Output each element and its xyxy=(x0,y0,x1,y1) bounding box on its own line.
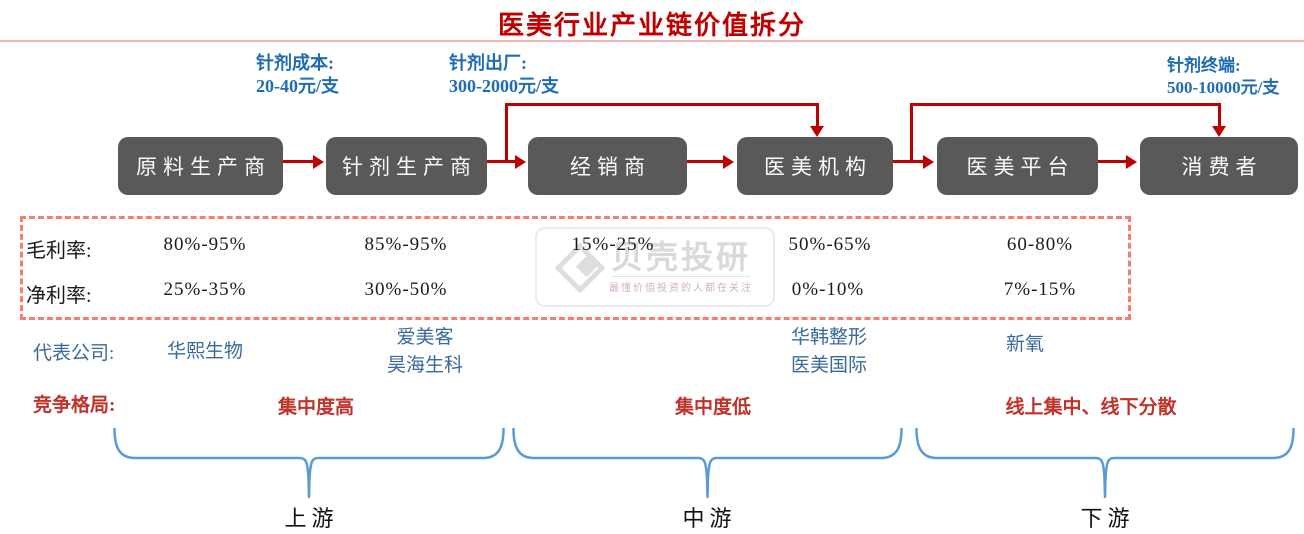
net-margin-label: 净利率: xyxy=(26,285,92,307)
net-margin-platform: 7%-15% xyxy=(1003,279,1077,300)
price-annotation-terminal-label: 针剂终端: xyxy=(1167,56,1241,75)
price-annotation-cost-label: 针剂成本: xyxy=(256,53,334,73)
arrow4-head-icon xyxy=(923,155,934,169)
title-underline xyxy=(0,40,1304,42)
gross-margin-injection: 85%-95% xyxy=(364,234,448,255)
net-margin-institution: 0%-10% xyxy=(791,279,865,300)
company-institution-2: 医美国际 xyxy=(790,355,868,376)
price-annotation-exfactory: 针剂出厂: 300-2000元/支 xyxy=(449,52,559,98)
price-annotation-exfactory-label: 针剂出厂: xyxy=(449,53,527,73)
gross-margin-raw: 80%-95% xyxy=(163,234,247,255)
node-distributor: 经销商 xyxy=(528,137,687,195)
company-raw: 华熙生物 xyxy=(166,341,244,362)
downstream-brace xyxy=(915,428,1295,499)
price-annotation-cost-value: 20-40元/支 xyxy=(256,76,339,96)
company-injection-2: 昊海生科 xyxy=(386,355,464,376)
arrow4-line xyxy=(893,160,924,163)
watermark-tagline: 最懂价值投资的人都在关注 xyxy=(609,283,753,294)
arrow1-head-icon xyxy=(313,155,324,169)
company-platform: 新氧 xyxy=(1005,334,1045,355)
midstream-brace xyxy=(512,428,903,499)
gross-margin-label: 毛利率: xyxy=(26,240,92,262)
page-title: 医美行业产业链价值拆分 xyxy=(497,11,806,40)
arrow1-line xyxy=(283,160,314,163)
arrow2-line xyxy=(487,160,516,163)
elbow1-horizontal-line xyxy=(505,103,819,106)
companies-label: 代表公司: xyxy=(33,343,115,364)
node-aesthetic-platform: 医美平台 xyxy=(937,137,1098,195)
margin-dashed-box xyxy=(20,216,1131,320)
price-annotation-exfactory-value: 300-2000元/支 xyxy=(449,76,559,96)
company-injection-1: 爱美客 xyxy=(396,327,454,348)
elbow2-horizontal-line xyxy=(910,103,1221,106)
arrow3-head-icon xyxy=(723,155,734,169)
net-margin-raw: 25%-35% xyxy=(163,279,247,300)
price-annotation-terminal-value: 500-10000元/支 xyxy=(1167,78,1280,97)
elbow2-drop-line xyxy=(1218,105,1221,127)
price-annotation-terminal: 针剂终端: 500-10000元/支 xyxy=(1167,55,1279,99)
node-injection-producer: 针剂生产商 xyxy=(326,137,487,195)
elbow2-vertical-line xyxy=(910,103,913,163)
watermark: 贝壳投研 最懂价值投资的人都在关注 xyxy=(535,227,775,307)
price-annotation-cost: 针剂成本: 20-40元/支 xyxy=(256,52,339,98)
competition-midstream: 集中度低 xyxy=(674,397,752,418)
gross-margin-platform: 60-80% xyxy=(1006,234,1074,255)
elbow2-arrowhead-icon xyxy=(1212,126,1226,137)
node-raw-material-producer: 原料生产商 xyxy=(118,137,283,195)
upstream-brace xyxy=(113,428,505,499)
net-margin-injection: 30%-50% xyxy=(364,279,448,300)
competition-downstream: 线上集中、线下分散 xyxy=(1005,397,1177,418)
gross-margin-institution: 50%-65% xyxy=(788,234,872,255)
company-institution: 华韩整形 医美国际 xyxy=(791,324,867,380)
watermark-name: 贝壳投研 xyxy=(610,239,751,275)
segment-downstream-label: 下游 xyxy=(1080,506,1135,531)
segment-upstream-label: 上游 xyxy=(284,506,339,531)
elbow1-arrowhead-icon xyxy=(810,126,824,137)
company-institution-1: 华韩整形 xyxy=(790,327,868,348)
elbow1-drop-line xyxy=(816,105,819,127)
segment-midstream-label: 中游 xyxy=(682,506,737,531)
node-aesthetic-institution: 医美机构 xyxy=(737,137,893,195)
arrow3-line xyxy=(687,160,724,163)
arrow2-head-icon xyxy=(515,155,526,169)
company-injection: 爱美客 昊海生科 xyxy=(387,324,463,380)
arrow5-line xyxy=(1098,160,1127,163)
watermark-divider xyxy=(612,276,750,277)
competition-label: 竞争格局: xyxy=(33,395,116,416)
gross-margin-distributor: 15%-25% xyxy=(571,234,655,255)
elbow1-vertical-line xyxy=(505,103,508,163)
node-consumer: 消费者 xyxy=(1140,137,1298,195)
competition-upstream: 集中度高 xyxy=(277,397,355,418)
arrow5-head-icon xyxy=(1126,155,1137,169)
